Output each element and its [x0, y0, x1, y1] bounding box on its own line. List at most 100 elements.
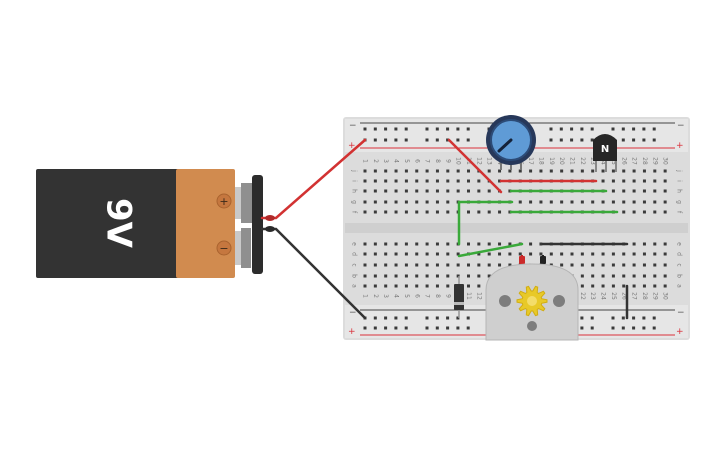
rail-hole-2-25[interactable]	[652, 316, 656, 320]
hole-c28[interactable]	[642, 263, 646, 267]
hole-b3[interactable]	[384, 274, 388, 278]
rail-hole-2-19[interactable]	[580, 316, 584, 320]
hole-c26[interactable]	[622, 263, 626, 267]
hole-e11[interactable]	[467, 242, 470, 246]
hole-g19[interactable]	[549, 200, 553, 204]
npn-transistor[interactable]: N	[593, 134, 617, 172]
hole-h30[interactable]	[663, 189, 667, 193]
battery-terminal-plus[interactable]	[241, 183, 255, 223]
hole-j17[interactable]	[529, 169, 533, 173]
rail-hole-2-6[interactable]	[425, 316, 429, 320]
hole-c22[interactable]	[580, 263, 584, 267]
hole-c8[interactable]	[435, 263, 439, 267]
rail-hole-0-8[interactable]	[446, 127, 450, 131]
hole-b1[interactable]	[363, 274, 367, 278]
hole-d29[interactable]	[653, 252, 657, 256]
hole-f9[interactable]	[446, 210, 450, 214]
hole-j25[interactable]	[611, 169, 615, 173]
hole-a11[interactable]	[467, 284, 470, 288]
hole-i2[interactable]	[373, 179, 377, 183]
hole-f8[interactable]	[435, 210, 439, 214]
hole-d4[interactable]	[394, 252, 398, 256]
hole-h26[interactable]	[622, 189, 626, 193]
rail-hole-2-21[interactable]	[611, 316, 615, 320]
rail-hole-3-20[interactable]	[590, 326, 594, 330]
hole-i24[interactable]	[601, 179, 605, 183]
hole-j11[interactable]	[467, 169, 470, 173]
hole-e9[interactable]	[446, 242, 450, 246]
battery-snap-connector[interactable]	[252, 175, 263, 274]
hole-g26[interactable]	[622, 200, 626, 204]
rail-hole-3-8[interactable]	[446, 326, 450, 330]
hole-e13[interactable]	[487, 242, 491, 246]
hole-j26[interactable]	[622, 169, 626, 173]
hole-c4[interactable]	[394, 263, 398, 267]
rail-hole-1-16[interactable]	[549, 138, 553, 142]
hole-a26[interactable]	[622, 284, 626, 288]
hole-d1[interactable]	[363, 252, 367, 256]
hole-c24[interactable]	[601, 263, 605, 267]
hole-d2[interactable]	[373, 252, 377, 256]
hole-d30[interactable]	[663, 252, 667, 256]
rail-hole-1-8[interactable]	[446, 138, 450, 142]
hole-j18[interactable]	[539, 169, 543, 173]
hole-f5[interactable]	[404, 210, 408, 214]
hole-j29[interactable]	[653, 169, 657, 173]
hole-a4[interactable]	[394, 284, 398, 288]
hole-j6[interactable]	[415, 169, 419, 173]
hole-a24[interactable]	[601, 284, 605, 288]
hole-f1[interactable]	[363, 210, 367, 214]
hole-d26[interactable]	[622, 252, 626, 256]
hole-g21[interactable]	[570, 200, 574, 204]
hole-e4[interactable]	[394, 242, 398, 246]
hole-g20[interactable]	[560, 200, 564, 204]
hole-e6[interactable]	[415, 242, 419, 246]
hole-d8[interactable]	[435, 252, 439, 256]
hole-a28[interactable]	[642, 284, 646, 288]
hole-c30[interactable]	[663, 263, 667, 267]
hole-b12[interactable]	[477, 274, 481, 278]
hole-i6[interactable]	[415, 179, 419, 183]
rail-hole-0-1[interactable]	[363, 127, 367, 131]
hole-j8[interactable]	[435, 169, 439, 173]
hole-d18[interactable]	[539, 252, 543, 256]
hole-e17[interactable]	[529, 242, 533, 246]
hole-j21[interactable]	[570, 169, 574, 173]
hole-c20[interactable]	[560, 263, 564, 267]
hole-b28[interactable]	[642, 274, 646, 278]
hole-h3[interactable]	[384, 189, 388, 193]
hole-e1[interactable]	[363, 242, 367, 246]
rail-hole-2-23[interactable]	[632, 316, 636, 320]
rail-hole-1-10[interactable]	[466, 138, 470, 142]
hole-g17[interactable]	[529, 200, 533, 204]
hole-h7[interactable]	[425, 189, 429, 193]
rail-hole-2-7[interactable]	[435, 316, 439, 320]
hole-e28[interactable]	[642, 242, 646, 246]
hole-i7[interactable]	[425, 179, 429, 183]
hole-d17[interactable]	[529, 252, 533, 256]
hole-i12[interactable]	[477, 179, 481, 183]
breadboard[interactable]: − + − + − + − + 112233445566778899101011…	[343, 117, 690, 340]
hole-i27[interactable]	[632, 179, 636, 183]
hole-g8[interactable]	[435, 200, 439, 204]
rail-hole-3-19[interactable]	[580, 326, 584, 330]
hole-g7[interactable]	[425, 200, 429, 204]
hole-j9[interactable]	[446, 169, 450, 173]
hole-g3[interactable]	[384, 200, 388, 204]
hole-j23[interactable]	[591, 169, 595, 173]
hole-h12[interactable]	[477, 189, 481, 193]
green-wire-diagonal[interactable]	[457, 242, 524, 258]
hole-a27[interactable]	[632, 284, 636, 288]
hole-a12[interactable]	[477, 284, 481, 288]
rail-hole-0-18[interactable]	[570, 127, 574, 131]
hole-a30[interactable]	[663, 284, 667, 288]
rail-hole-0-4[interactable]	[394, 127, 398, 131]
hole-c6[interactable]	[415, 263, 419, 267]
hole-b27[interactable]	[632, 274, 636, 278]
hole-b4[interactable]	[394, 274, 398, 278]
hole-h28[interactable]	[642, 189, 646, 193]
hole-d13[interactable]	[487, 252, 491, 256]
hole-c25[interactable]	[611, 263, 615, 267]
hole-j10[interactable]	[456, 169, 460, 173]
rail-hole-2-4[interactable]	[394, 316, 398, 320]
